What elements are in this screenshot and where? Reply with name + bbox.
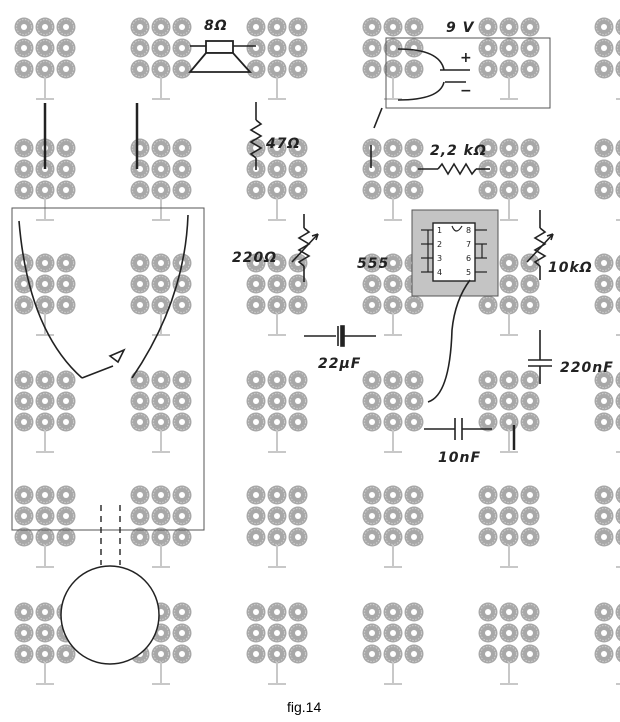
pad-cluster bbox=[478, 253, 540, 336]
battery-plus: + bbox=[460, 50, 473, 66]
pad-cluster bbox=[14, 17, 76, 100]
pad-cluster bbox=[14, 485, 76, 568]
jumper-wires-left bbox=[43, 103, 139, 169]
pin-6: 6 bbox=[466, 254, 471, 263]
pad-cluster bbox=[130, 17, 192, 100]
pad-cluster bbox=[14, 602, 76, 685]
switch-box bbox=[11, 207, 205, 531]
pad-cluster bbox=[14, 253, 76, 336]
speaker-label: 8Ω bbox=[204, 18, 228, 34]
resistor-2k2 bbox=[418, 162, 490, 176]
cap-22u bbox=[304, 325, 376, 347]
c22u-label: 22µF bbox=[318, 356, 361, 372]
pad-grid bbox=[14, 17, 620, 685]
cap-10n bbox=[424, 418, 492, 440]
pad-cluster bbox=[594, 17, 620, 100]
ic-internal-wires bbox=[427, 225, 483, 272]
pad-cluster bbox=[478, 138, 540, 221]
pin-2: 2 bbox=[437, 240, 442, 249]
pin-3: 3 bbox=[437, 254, 442, 263]
figure-caption: fig.14 bbox=[287, 699, 321, 715]
pad-cluster bbox=[362, 253, 424, 336]
pad-cluster bbox=[246, 602, 308, 685]
pad-cluster bbox=[14, 370, 76, 453]
pin-4: 4 bbox=[437, 268, 442, 277]
pad-cluster bbox=[478, 17, 540, 100]
cap-220n bbox=[528, 330, 552, 384]
pad-cluster bbox=[130, 138, 192, 221]
arrow-icon bbox=[108, 348, 126, 364]
pad-cluster bbox=[246, 17, 308, 100]
motor-wires bbox=[100, 505, 121, 565]
pin-5: 5 bbox=[466, 268, 471, 277]
pad-cluster bbox=[246, 370, 308, 453]
pad-cluster bbox=[362, 485, 424, 568]
r10k-label: 10kΩ bbox=[548, 260, 593, 276]
pad-cluster bbox=[362, 602, 424, 685]
pad-cluster bbox=[594, 253, 620, 336]
battery-symbol bbox=[397, 48, 470, 101]
pin-8: 8 bbox=[466, 226, 471, 235]
pad-cluster bbox=[14, 138, 76, 221]
r220-label: 220Ω bbox=[232, 250, 277, 266]
pad-cluster bbox=[246, 485, 308, 568]
pad-cluster bbox=[478, 485, 540, 568]
pad-cluster bbox=[362, 370, 424, 453]
pad-cluster bbox=[246, 138, 308, 221]
c10n-label: 10nF bbox=[438, 450, 481, 466]
r47-label: 47Ω bbox=[265, 136, 300, 152]
pad-cluster bbox=[130, 253, 192, 336]
pad-cluster bbox=[594, 485, 620, 568]
pin-7: 7 bbox=[466, 240, 471, 249]
battery-label: 9 V bbox=[446, 20, 475, 36]
r2k2-label: 2,2 kΩ bbox=[430, 143, 487, 159]
c220n-label: 220nF bbox=[560, 360, 614, 376]
motor-circle bbox=[60, 565, 160, 665]
ic-555-body bbox=[432, 222, 476, 282]
pad-cluster bbox=[594, 370, 620, 453]
pad-cluster bbox=[594, 602, 620, 685]
pad-cluster bbox=[246, 253, 308, 336]
pin-1: 1 bbox=[437, 226, 442, 235]
battery-box bbox=[385, 37, 551, 109]
ic-pins bbox=[421, 229, 487, 273]
pad-cluster bbox=[130, 370, 192, 453]
pot-10k bbox=[526, 210, 554, 280]
battery-minus: − bbox=[460, 83, 473, 99]
battery-switch bbox=[370, 107, 383, 168]
pad-cluster bbox=[362, 17, 424, 100]
resistor-47 bbox=[249, 102, 263, 170]
pad-cluster bbox=[130, 485, 192, 568]
ic-label: 555 bbox=[357, 256, 389, 272]
pot-220 bbox=[291, 214, 319, 282]
pad-cluster bbox=[594, 138, 620, 221]
pad-cluster bbox=[478, 602, 540, 685]
wire-555-to-10n bbox=[427, 279, 471, 403]
pad-cluster bbox=[478, 370, 540, 453]
contact-wires bbox=[18, 214, 189, 379]
pad-cluster bbox=[362, 138, 424, 221]
pad-cluster bbox=[130, 602, 192, 685]
speaker-icon bbox=[188, 40, 253, 73]
